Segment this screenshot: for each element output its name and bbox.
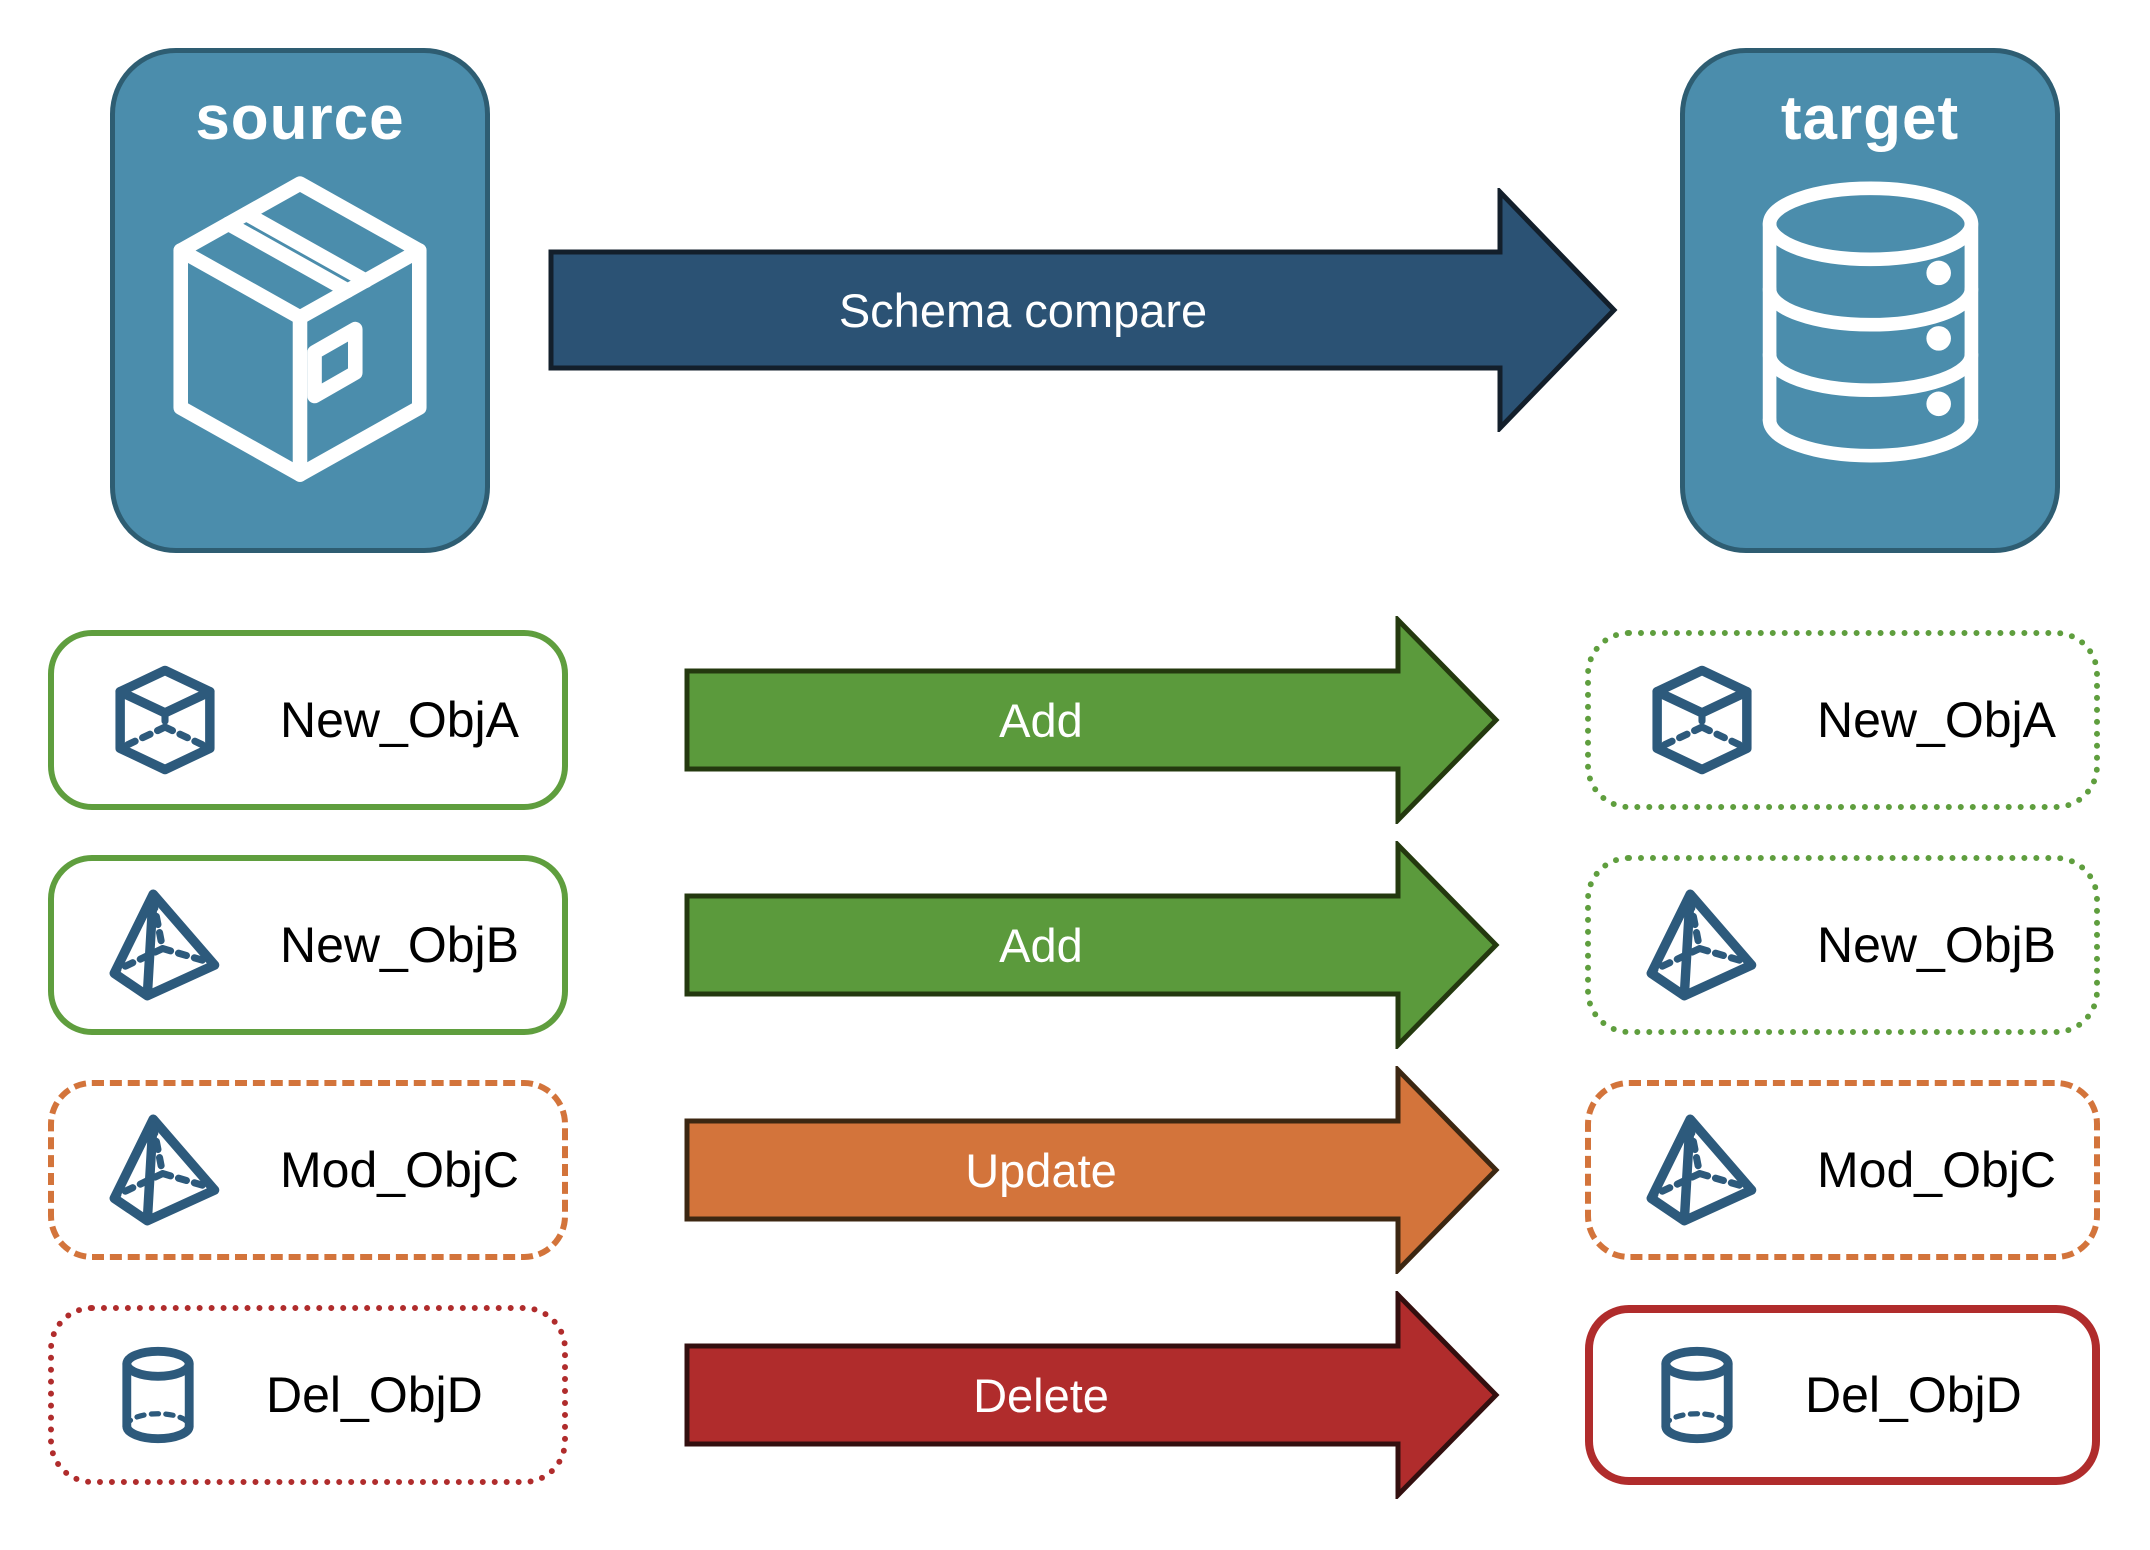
source-object-box: Del_ObjD (48, 1305, 568, 1485)
pyramid-icon (1646, 1114, 1757, 1226)
row-new-obja: New_ObjA Add New_ObjA (0, 616, 2150, 824)
database-icon (1762, 181, 1978, 463)
pyramid-icon (1646, 889, 1757, 1001)
db-dot (1925, 326, 1951, 351)
row-del-objd: Del_ObjD Delete Del_ObjD (0, 1291, 2150, 1499)
row-new-objb: New_ObjB Add New_ObjB (0, 841, 2150, 1049)
target-node: target (1680, 48, 2060, 553)
db-dot (1925, 260, 1951, 286)
target-object-box: Del_ObjD (1585, 1305, 2100, 1485)
source-node: source (110, 48, 490, 553)
cylinder-icon (122, 1346, 194, 1444)
add-arrow-label: Add (999, 693, 1083, 747)
add-arrow (684, 616, 1500, 824)
row-mod-objc: Mod_ObjC Update Mod_ObjC (0, 1066, 2150, 1274)
object-label: New_ObjB (1817, 917, 2056, 973)
object-label: Del_ObjD (1805, 1367, 2022, 1423)
delete-arrow-label: Delete (973, 1368, 1109, 1422)
target-object-box: Mod_ObjC (1585, 1080, 2100, 1260)
update-arrow-label: Update (965, 1143, 1117, 1197)
add-arrow-label: Add (999, 918, 1083, 972)
source-object-box: New_ObjA (48, 630, 568, 810)
db-dot (1925, 391, 1951, 417)
update-arrow (684, 1066, 1500, 1274)
object-label: New_ObjB (280, 917, 519, 973)
object-label: New_ObjA (1817, 692, 2056, 748)
object-label: Del_ObjD (266, 1367, 483, 1423)
cube-icon (115, 665, 215, 775)
package-icon (173, 176, 427, 482)
target-object-box: New_ObjB (1585, 855, 2100, 1035)
pyramid-icon (109, 1114, 220, 1226)
schema-compare-arrow (548, 188, 1618, 432)
source-object-box: New_ObjB (48, 855, 568, 1035)
target-object-box: New_ObjA (1585, 630, 2100, 810)
schema-compare-arrow-label: Schema compare (838, 283, 1208, 337)
object-label: Mod_ObjC (280, 1142, 519, 1198)
source-node-label: source (195, 84, 405, 153)
target-node-label: target (1780, 84, 1960, 153)
add-arrow (684, 841, 1500, 1049)
source-object-box: Mod_ObjC (48, 1080, 568, 1260)
delete-arrow (684, 1291, 1500, 1499)
cube-icon (1652, 665, 1752, 775)
object-label: Mod_ObjC (1817, 1142, 2056, 1198)
pyramid-icon (109, 889, 220, 1001)
cylinder-icon (1661, 1346, 1733, 1444)
object-label: New_ObjA (280, 692, 519, 748)
